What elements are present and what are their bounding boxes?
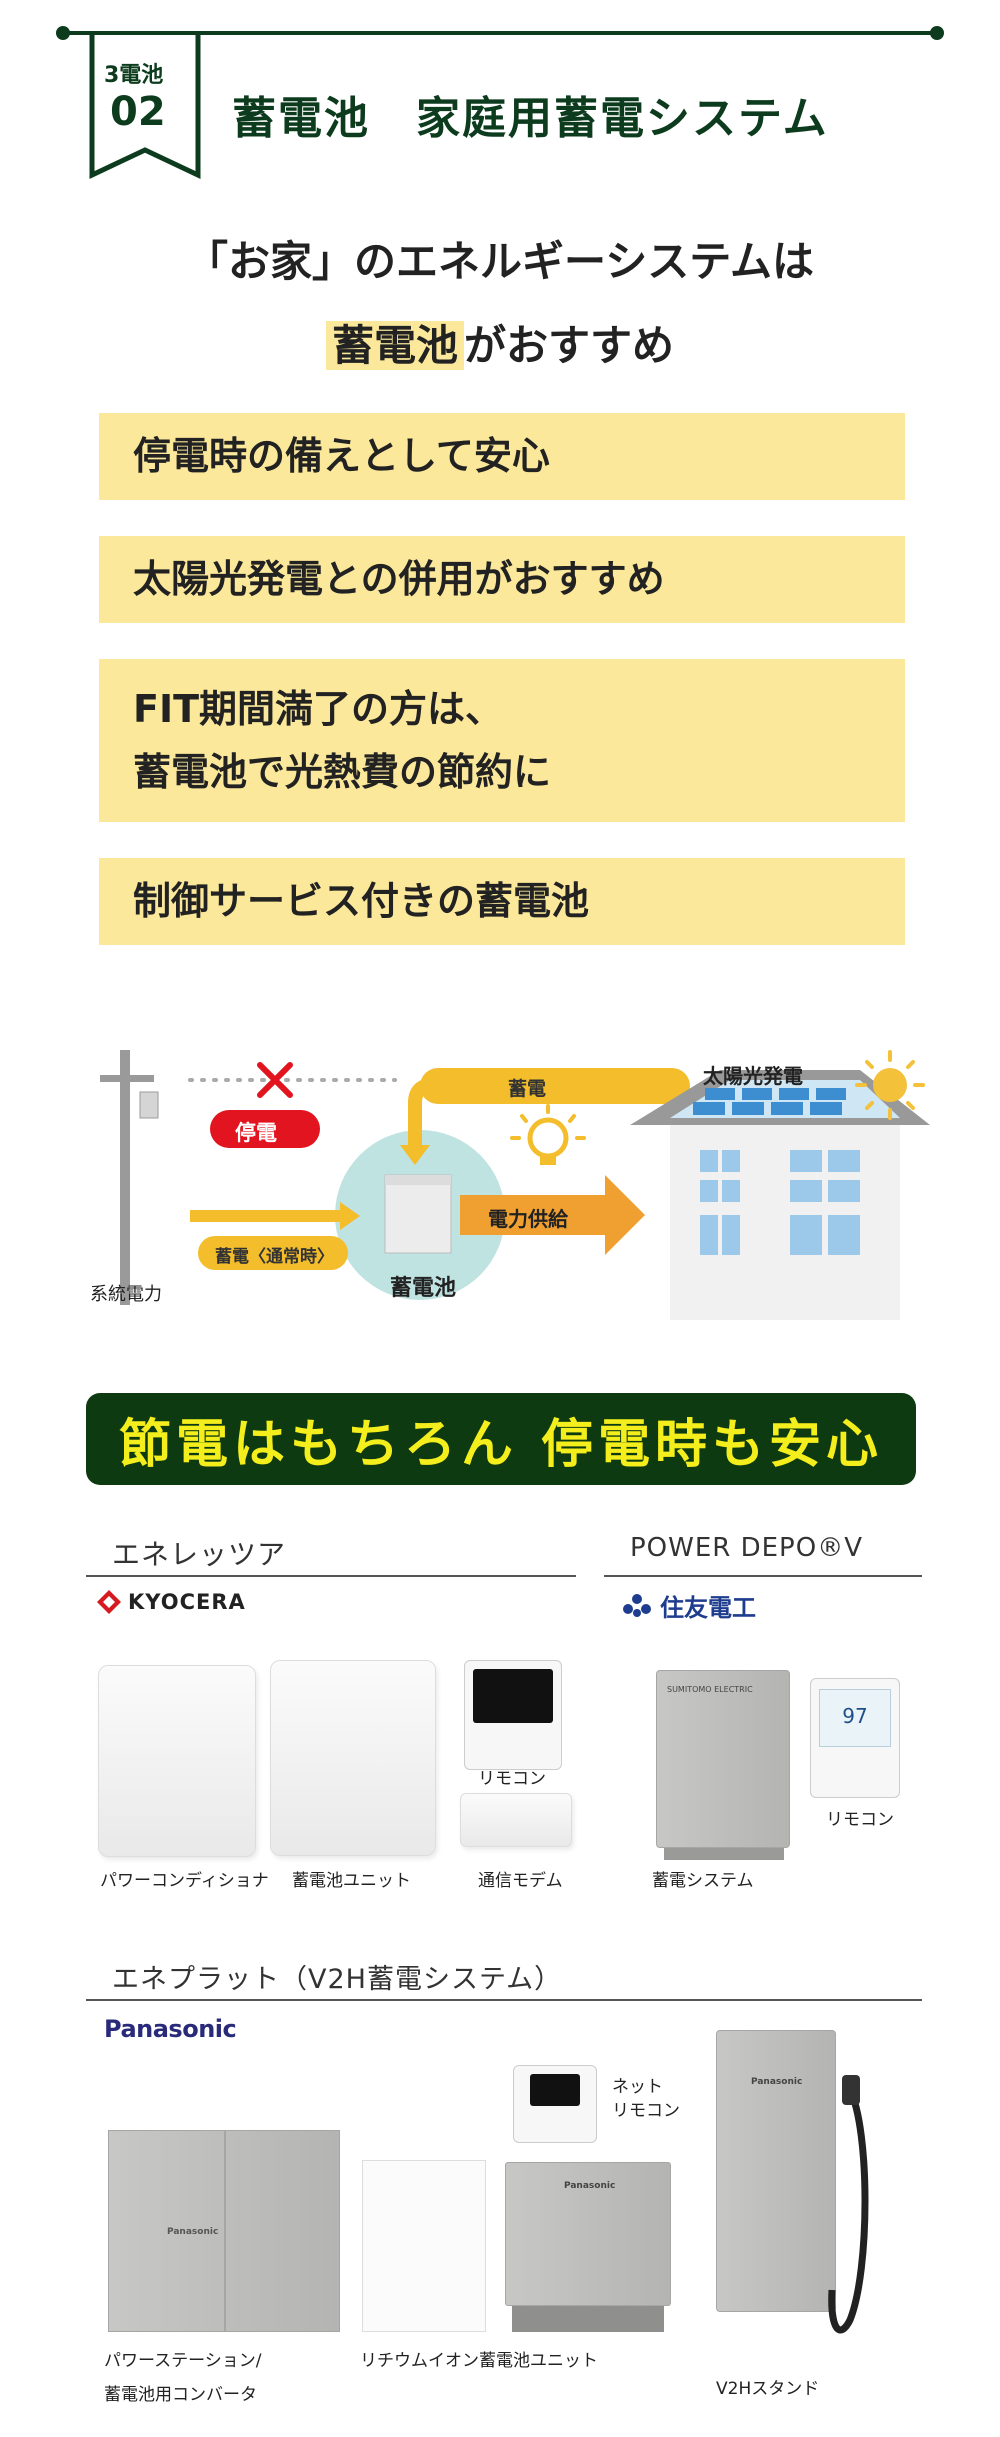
outage-x-icon	[257, 1062, 293, 1098]
panasonic-caption-remote-2: リモコン	[612, 2101, 680, 2121]
panasonic-station-divider	[224, 2131, 226, 2331]
badge-number: 02	[110, 89, 166, 135]
lead-highlight: 蓄電池	[325, 321, 464, 370]
panasonic-cabinet-base	[512, 2306, 664, 2332]
sumitomo-stand	[664, 1848, 784, 1860]
header-rule-dot-right	[930, 26, 944, 40]
header-rule	[62, 31, 938, 35]
panasonic-caption-remote-1: ネット	[612, 2077, 663, 2097]
headline-banner: 節電はもちろん 停電時も安心	[86, 1393, 916, 1485]
kyocera-category: エネレッツア	[112, 1538, 287, 1571]
panasonic-caption-v2h: V2Hスタンド	[716, 2379, 820, 2399]
sumitomo-rule	[604, 1575, 922, 1577]
panasonic-caption-battery: リチウムイオン蓄電池ユニット	[360, 2351, 598, 2371]
lead-line1: 「お家」のエネルギーシステムは	[186, 237, 814, 286]
kyocera-caption-modem: 通信モデム	[478, 1871, 563, 1891]
normal-label: 蓄電〈通常時〉	[215, 1247, 334, 1267]
kyocera-caption-conditioner: パワーコンディショナ	[100, 1871, 269, 1891]
point-2: 太陽光発電との併用がおすすめ	[99, 536, 905, 623]
panasonic-cabinet-brand: Panasonic	[564, 2181, 616, 2191]
sumitomo-unit-brand: SUMITOMO ELECTRIC	[667, 1685, 753, 1694]
diagram-graphics	[100, 1050, 930, 1320]
kyocera-battery-unit	[270, 1660, 436, 1856]
light-bulb-icon	[510, 1104, 586, 1165]
panasonic-station-brand: Panasonic	[167, 2227, 219, 2237]
kyocera-power-conditioner	[98, 1665, 256, 1857]
charge-bar	[420, 1068, 690, 1104]
outage-label: 停電	[235, 1121, 277, 1145]
sumitomo-remote-screen: 97	[819, 1689, 891, 1747]
outage-badge	[210, 1110, 320, 1148]
panasonic-net-remote	[513, 2065, 597, 2143]
kyocera-logo-icon	[97, 1590, 121, 1614]
utility-pole-icon	[100, 1050, 159, 1305]
kyocera-remote	[464, 1660, 562, 1770]
kyocera-remote-screen	[473, 1669, 553, 1723]
sumitomo-logo: 住友電工	[622, 1588, 756, 1623]
panasonic-v2h-stand: Panasonic	[716, 2030, 836, 2312]
bookmark-icon	[89, 35, 201, 179]
panasonic-category: エネプラット（V2H蓄電システム）	[112, 1964, 563, 1995]
sumitomo-remote: 97	[810, 1678, 900, 1798]
charge-label: 蓄電	[508, 1078, 547, 1100]
battery-label: 蓄電池	[390, 1276, 457, 1301]
grid-label: 系統電力	[90, 1284, 162, 1305]
panasonic-battery-cabinet: Panasonic	[505, 2162, 671, 2306]
badge-label: 3電池	[104, 63, 164, 88]
kyocera-caption-battery: 蓄電池ユニット	[292, 1871, 411, 1891]
battery-unit-icon	[384, 1174, 452, 1254]
point-3: FIT期間満了の方は、 蓄電池で光熱費の節約に	[99, 659, 905, 822]
sumitomo-category: POWER DEPO®V	[630, 1533, 863, 1563]
panasonic-battery-unit	[362, 2160, 486, 2332]
kyocera-caption-remote: リモコン	[478, 1769, 546, 1789]
header-rule-dot-left	[56, 26, 70, 40]
panasonic-power-station: Panasonic	[108, 2130, 340, 2332]
sumitomo-logo-icon	[623, 1593, 651, 1617]
sun-icon	[855, 1050, 925, 1120]
kyocera-logo: KYOCERA	[96, 1589, 246, 1615]
panasonic-brand: Panasonic	[104, 2015, 237, 2043]
house-icon	[630, 1070, 930, 1320]
solar-label: 太陽光発電	[703, 1064, 803, 1088]
sumitomo-brand: 住友電工	[660, 1594, 756, 1622]
kyocera-modem	[460, 1793, 572, 1847]
section-badge: 3電池 02	[88, 35, 202, 181]
panasonic-caption-station-1: パワーステーション/	[104, 2351, 262, 2371]
kyocera-rule	[86, 1575, 576, 1577]
supply-label: 電力供給	[488, 1207, 568, 1231]
sumitomo-caption-remote: リモコン	[826, 1810, 894, 1830]
point-4: 制御サービス付きの蓄電池	[99, 858, 905, 945]
point-3-line2: 蓄電池で光熱費の節約に	[133, 749, 552, 794]
normal-bar	[198, 1236, 348, 1270]
panasonic-remote-screen	[530, 2074, 580, 2106]
section-title: 蓄電池 家庭用蓄電システム	[232, 93, 829, 144]
point-1: 停電時の備えとして安心	[99, 413, 905, 500]
panasonic-rule	[86, 1999, 922, 2001]
lead-line2-rest: がおすすめ	[464, 321, 675, 370]
lead-line2: 蓄電池がおすすめ	[0, 312, 1000, 373]
power-diagram: 蓄電 太陽光発電 停電 蓄電〈通常時〉 系統電力 蓄電池 電力供給	[60, 1030, 940, 1330]
sumitomo-caption-system: 蓄電システム	[652, 1871, 754, 1891]
v2h-cable-icon	[828, 2075, 869, 2334]
kyocera-brand: KYOCERA	[128, 1590, 246, 1614]
supply-arrow	[460, 1175, 645, 1255]
point-3-line1: FIT期間満了の方は、	[133, 686, 504, 731]
panasonic-caption-station-2: 蓄電池用コンバータ	[104, 2385, 257, 2405]
sumitomo-storage-system: SUMITOMO ELECTRIC	[656, 1670, 790, 1848]
panasonic-v2h-brand: Panasonic	[751, 2077, 803, 2087]
